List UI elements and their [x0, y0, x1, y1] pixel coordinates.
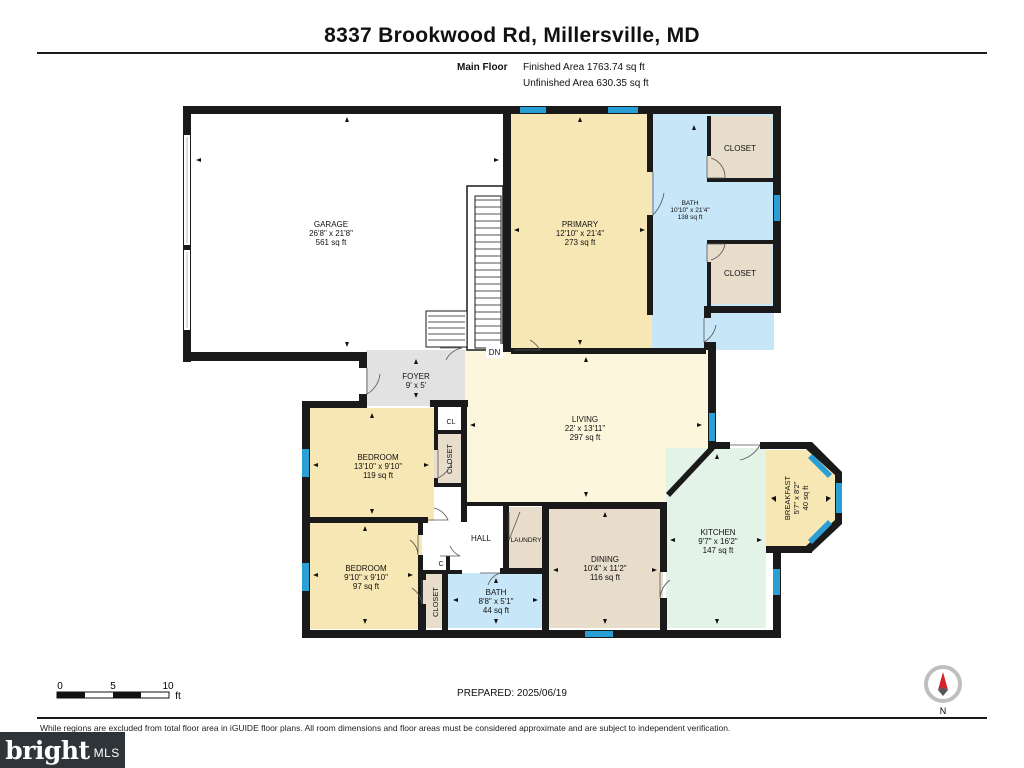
scale-tick-0: 0 — [57, 681, 63, 692]
windows — [302, 107, 842, 637]
scale-tick-10: 10 — [162, 681, 174, 692]
bath2-dims: 8'8" x 5'1" — [479, 597, 514, 606]
top-divider — [37, 52, 987, 54]
primary-room — [509, 112, 652, 350]
stairs-label: DN — [489, 348, 501, 357]
closet-bed1-name: CLOSET — [445, 444, 454, 474]
primary-name: PRIMARY — [562, 220, 599, 229]
bedroom2-area: 97 sq ft — [353, 582, 380, 591]
primary-bath-dims: 10'10" x 21'4" — [670, 207, 710, 214]
living-area: 297 sq ft — [570, 433, 601, 442]
bedroom1-name: BEDROOM — [357, 453, 399, 462]
scale-unit: ft — [175, 691, 181, 702]
disclaimer-text: While regions are excluded from total fl… — [40, 723, 731, 733]
bath2-name: BATH — [486, 588, 507, 597]
bedroom2-dims: 9'10" x 9'10" — [344, 573, 388, 582]
kitchen-area: 147 sq ft — [703, 546, 734, 555]
scale-bar: 0 5 10 ft — [56, 681, 181, 702]
measurement-markers — [196, 117, 831, 624]
closet-mid-room — [707, 240, 771, 304]
laundry-room — [508, 507, 545, 569]
breakfast-room — [766, 450, 835, 548]
bottom-divider — [37, 717, 987, 719]
primary-bath-name: BATH — [682, 200, 699, 207]
dining-name: DINING — [591, 555, 619, 564]
closet-top-room — [707, 116, 771, 180]
garage-area: 561 sq ft — [316, 238, 347, 247]
brand-logo: bright MLS — [0, 732, 125, 768]
primary-dims: 12'10" x 21'4" — [556, 229, 604, 238]
living-dims: 22' x 13'11" — [565, 424, 606, 433]
brand-name: bright — [5, 735, 90, 765]
kitchen-name: KITCHEN — [700, 528, 735, 537]
room-labels: GARAGE 26'8" x 21'8" 561 sq ft PRIMARY 1… — [309, 144, 810, 617]
page-title: 8337 Brookwood Rd, Millersville, MD — [324, 24, 700, 47]
compass-icon: N — [924, 665, 962, 716]
dining-area: 116 sq ft — [590, 573, 621, 582]
primary-bath-area: 138 sq ft — [678, 214, 703, 221]
closet-top-name: CLOSET — [724, 144, 756, 153]
bedroom1-area: 119 sq ft — [363, 471, 394, 480]
kitchen-room — [666, 448, 766, 628]
laundry-name: LAUNDRY — [511, 537, 543, 544]
stairs: DN — [425, 185, 504, 358]
hall-name: HALL — [471, 534, 492, 543]
scale-tick-5: 5 — [110, 681, 116, 692]
foyer-name: FOYER — [402, 372, 430, 381]
bedroom2-name: BEDROOM — [345, 564, 387, 573]
kitchen-dims: 9'7" x 16'2" — [698, 537, 738, 546]
closet-bed2-name: CLOSET — [431, 587, 440, 617]
unfinished-area: Unfinished Area 630.35 sq ft — [523, 78, 649, 89]
closet-bed1-room — [434, 434, 462, 484]
primary-area: 273 sq ft — [565, 238, 596, 247]
breakfast-dims: 5'7" x 8'2" — [792, 481, 801, 514]
garage-name: GARAGE — [314, 220, 348, 229]
c-small-name: C — [438, 561, 443, 568]
garage-dims: 26'8" x 21'8" — [309, 229, 353, 238]
prepared-date: PREPARED: 2025/06/19 — [457, 688, 567, 699]
finished-area: Finished Area 1763.74 sq ft — [523, 62, 645, 73]
living-room — [465, 350, 712, 502]
breakfast-name: BREAKFAST — [783, 475, 792, 520]
brand-suffix: MLS — [93, 746, 120, 760]
cl-small-name: CL — [447, 419, 456, 426]
bedroom2-room — [308, 521, 422, 629]
door-swings — [366, 156, 761, 605]
garage-door-openings — [184, 135, 190, 330]
compass-label: N — [940, 706, 947, 716]
living-name: LIVING — [572, 415, 598, 424]
foyer-dims: 9' x 5' — [406, 381, 427, 390]
breakfast-area: 40 sq ft — [801, 485, 810, 511]
bedroom1-dims: 13'10" x 9'10" — [354, 462, 402, 471]
closet-mid-name: CLOSET — [724, 269, 756, 278]
dining-dims: 10'4" x 11'2" — [583, 564, 626, 573]
bath2-area: 44 sq ft — [483, 606, 510, 615]
floor-label: Main Floor — [457, 62, 508, 73]
bedroom1-room — [308, 408, 434, 521]
dining-room — [548, 507, 663, 628]
